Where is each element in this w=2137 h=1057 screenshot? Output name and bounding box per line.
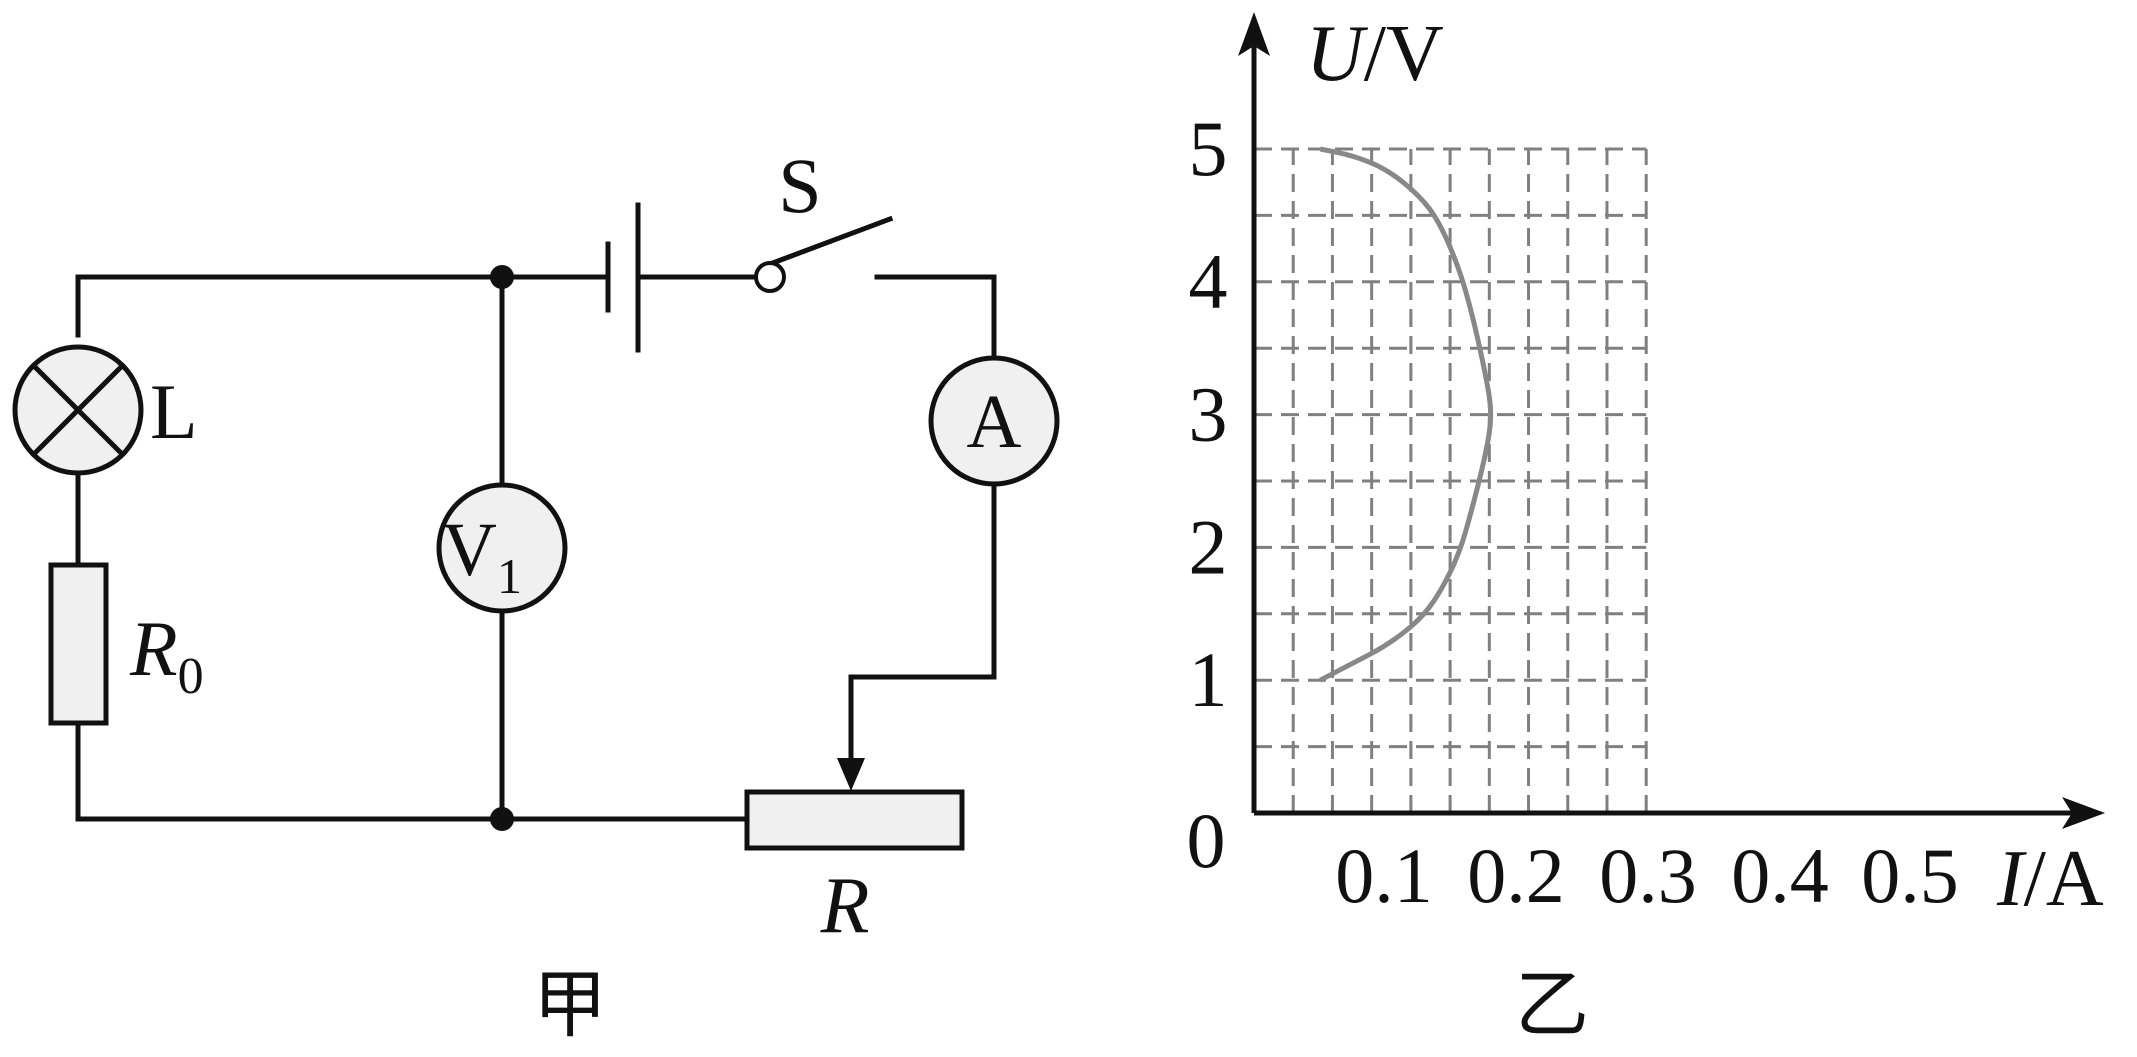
- chart-caption: 乙: [1515, 965, 1589, 1047]
- circuit-caption: 甲: [533, 965, 607, 1047]
- lamp-label: L: [150, 368, 198, 455]
- y-tick-label: 5: [1189, 105, 1228, 192]
- u-i-chart: U/V I/A 0 1 2 3 4 5 0.1 0.2 0.3 0.4 0.5 乙: [1187, 10, 2105, 1047]
- rheostat: [744, 789, 965, 851]
- switch-pivot: [754, 261, 786, 293]
- x-tick-label: 0.3: [1599, 832, 1697, 919]
- x-tick-label: 0.1: [1335, 832, 1433, 919]
- u-i-curve-series: [1319, 146, 1494, 683]
- y-tick-label: 1: [1189, 636, 1228, 723]
- junction-bottom: [490, 807, 514, 831]
- resistor-r0-label: R0: [129, 605, 204, 705]
- switch-label: S: [778, 142, 821, 229]
- y-axis-arrow: [1238, 12, 1270, 56]
- x-axis-title: I/A: [1996, 835, 2104, 923]
- y-tick-label: 2: [1189, 503, 1228, 590]
- resistor-r0: [48, 562, 109, 726]
- x-tick-label: 0.2: [1467, 832, 1565, 919]
- wire-ammeter-slider: [848, 481, 997, 766]
- y-tick-label: 4: [1189, 238, 1228, 325]
- origin-label: 0: [1187, 797, 1226, 884]
- rheostat-label: R: [820, 862, 870, 950]
- x-tick-label: 0.5: [1861, 832, 1959, 919]
- wire-switch-ammeter: [874, 274, 997, 361]
- slider-arrowhead: [837, 758, 865, 791]
- x-tick-label: 0.4: [1731, 832, 1829, 919]
- voltmeter-label: V1: [442, 508, 522, 604]
- chart-grid: [1254, 147, 1648, 813]
- switch-blade: [766, 215, 894, 268]
- junction-top: [490, 265, 514, 289]
- wire-top-left: [75, 274, 608, 338]
- ammeter-label: A: [967, 380, 1022, 464]
- lamp-cross-2: [30, 362, 126, 458]
- circuit-diagram: S A R L R0 V1 甲: [12, 142, 1060, 1047]
- wire-bottom: [75, 722, 750, 822]
- y-tick-label: 3: [1189, 371, 1228, 458]
- x-axis-arrow: [2062, 797, 2105, 829]
- y-axis-title: U/V: [1306, 10, 1444, 98]
- tick-labels: 1 2 3 4 5 0.1 0.2 0.3 0.4 0.5: [1189, 105, 1959, 919]
